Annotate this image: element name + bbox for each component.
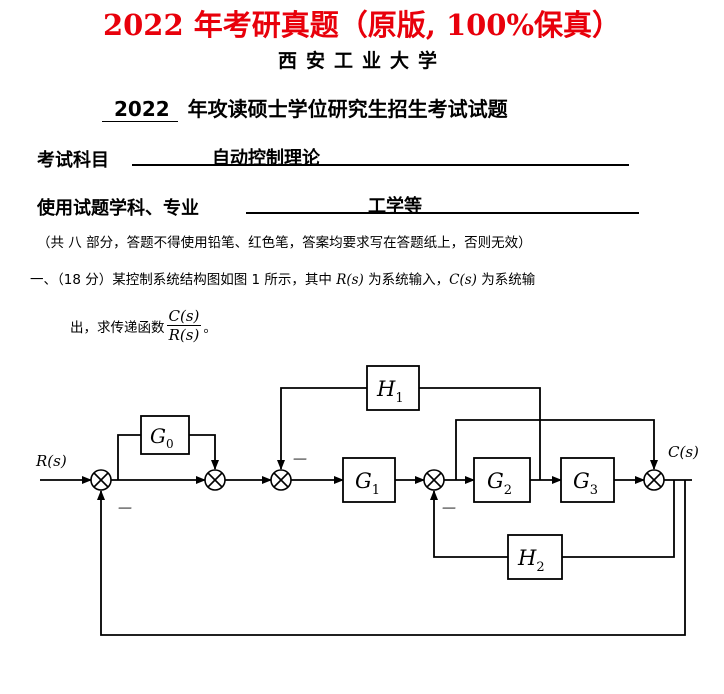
question-1-suffix: 为系统输: [476, 272, 536, 288]
block-g3: [560, 457, 615, 503]
question-1-line-1: 一、（18 分）某控制系统结构图如图 1 所示，其中 R(s) 为系统输入，C(…: [30, 270, 535, 290]
unity-feedback-line: [97, 480, 686, 636]
transfer-function-fraction: C(s) R(s): [166, 307, 202, 344]
g1-output-feedforward-line: [455, 419, 658, 480]
block-g2: [473, 457, 531, 503]
minus-sign-s3: —: [293, 451, 307, 467]
question-1-cs: C(s): [449, 272, 477, 288]
question-1-line2-prefix: 出，求传递函数: [70, 319, 165, 336]
fraction-denominator: R(s): [168, 326, 200, 344]
h2-input-line: [562, 480, 675, 558]
input-label: R(s): [35, 452, 67, 470]
output-label: C(s): [668, 443, 699, 461]
exam-title: 2022 年攻读硕士学位研究生招生考试试题: [102, 93, 508, 122]
g0-output-line: [189, 434, 219, 470]
h1-input-line: [419, 387, 541, 480]
question-1-prefix: 一、（18 分）某控制系统结构图如图 1 所示，其中: [30, 272, 337, 288]
exam-year: 2022: [102, 97, 178, 122]
block-g1: [342, 457, 396, 503]
subject-label: 考试科目: [37, 150, 109, 171]
summing-junction-4: [423, 469, 445, 491]
minus-sign-s1: —: [118, 500, 132, 516]
block-h1: [366, 365, 420, 411]
major-label: 使用试题学科、专业: [37, 198, 199, 219]
g1-label: G1: [355, 469, 380, 498]
school-name: 西安工业大学: [277, 50, 446, 72]
major-underline: [246, 212, 639, 214]
question-1-rs: R(s): [336, 272, 364, 288]
exam-note: （共 八 部分，答题不得使用铅笔、红色笔，答案均要求写在答题纸上，否则无效）: [37, 235, 532, 251]
question-1-line2-suffix: 。: [203, 319, 217, 336]
h1-output-line: [277, 387, 367, 470]
g3-label: G3: [573, 469, 598, 498]
summing-junction-3: [270, 469, 292, 491]
block-h2: [507, 534, 563, 580]
fraction-numerator: C(s): [166, 307, 202, 326]
major-value: 工学等: [368, 196, 422, 217]
exam-title-text: 年攻读硕士学位研究生招生考试试题: [187, 97, 508, 121]
page-banner: 2022 年考研真题（原版, 100%保真）: [102, 8, 622, 42]
subject-underline: [132, 164, 629, 166]
minus-sign-s4: —: [442, 500, 456, 516]
g2-label: G2: [487, 469, 512, 498]
g0-label: G0: [150, 424, 174, 451]
question-1-mid: 为系统输入，: [363, 272, 450, 288]
summing-junction-1: [90, 469, 112, 491]
h2-label: H2: [517, 546, 545, 575]
summing-junction-5: [643, 469, 665, 491]
h2-output-line: [430, 490, 508, 558]
question-1-line-2: 出，求传递函数 C(s) R(s) 。: [70, 307, 217, 344]
subject-value: 自动控制理论: [212, 148, 320, 169]
block-g0: [140, 415, 190, 455]
h1-label: H1: [376, 377, 404, 406]
summing-junction-2: [204, 469, 226, 491]
g0-input-line: [117, 434, 141, 480]
